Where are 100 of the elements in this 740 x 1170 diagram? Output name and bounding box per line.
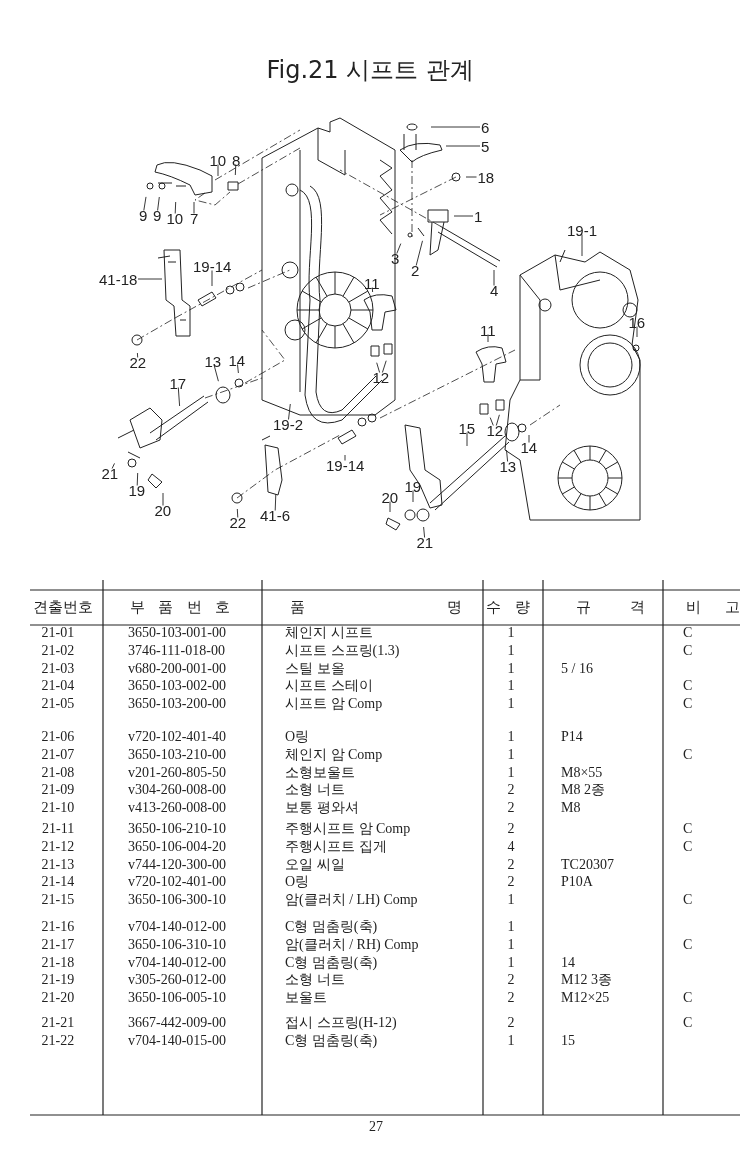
specification: M8×55 <box>561 764 603 781</box>
callout-number: 18 <box>477 170 495 184</box>
part-name: O링 <box>285 729 310 745</box>
reference-number: 21-18 <box>41 954 75 971</box>
reference-number: 21-06 <box>41 729 75 745</box>
part-name: 보통 평와셔 <box>285 800 359 817</box>
leader-line <box>528 434 530 443</box>
specification: TC20307 <box>561 856 614 873</box>
callout-number: 7 <box>190 211 199 225</box>
quantity: 1 <box>507 746 515 763</box>
specification: M8 2종 <box>561 782 605 799</box>
reference-number: 21-20 <box>41 990 75 1007</box>
part-name: C형 멈춤링(축) <box>285 1032 378 1049</box>
quantity: 1 <box>507 660 515 677</box>
part-number: v720-102-401-00 <box>128 874 226 891</box>
leader-line <box>344 454 346 461</box>
remark-code: C <box>683 696 693 713</box>
leader-line <box>423 526 426 538</box>
callout-number: 20 <box>154 503 172 517</box>
leader-line <box>396 243 402 254</box>
callout-number: 19-14 <box>326 458 365 472</box>
leader-line <box>136 352 139 358</box>
specification: P10A <box>561 874 593 891</box>
part-name: 시프트 암 Comp <box>285 696 383 713</box>
callout-number: 19 <box>404 479 422 493</box>
part-number: v704-140-012-00 <box>128 919 226 935</box>
part-number: 3650-103-210-00 <box>128 746 226 763</box>
page-number: 27 <box>369 1119 383 1135</box>
quantity: 1 <box>507 678 515 695</box>
part-number: v744-120-300-00 <box>128 856 226 873</box>
callout-number: 16 <box>628 315 646 329</box>
callout-number: 14 <box>520 440 538 454</box>
reference-number: 21-04 <box>41 678 75 695</box>
column-header: 규 격 <box>576 598 645 616</box>
remark-code: C <box>683 838 693 855</box>
leader-line <box>137 278 163 280</box>
leader-line <box>389 501 391 513</box>
reference-number: 21-13 <box>41 856 75 873</box>
specification: 15 <box>561 1032 575 1049</box>
reference-number: 21-05 <box>41 696 75 713</box>
part-name: 스틸 보올 <box>285 660 345 677</box>
reference-number: 21-03 <box>41 660 75 677</box>
part-number: v201-260-805-50 <box>128 764 226 781</box>
leader-line <box>162 492 164 506</box>
leader-line <box>466 432 468 447</box>
specification: M12×25 <box>561 990 610 1007</box>
quantity: 1 <box>507 919 515 935</box>
callout-number: 13 <box>204 354 222 368</box>
part-name: 시프트 스테이 <box>285 678 373 695</box>
part-number: v704-140-012-00 <box>128 954 226 971</box>
reference-number: 21-15 <box>41 892 75 909</box>
quantity: 1 <box>507 729 515 745</box>
reference-number: 21-02 <box>41 642 75 659</box>
callout-number: 4 <box>490 283 499 297</box>
leader-line <box>174 201 177 214</box>
leader-line <box>381 360 387 373</box>
reference-number: 21-16 <box>41 919 75 935</box>
leader-line <box>111 462 115 469</box>
part-name: 보울트 <box>285 990 327 1007</box>
part-name: 주행시프트 집게 <box>285 838 387 855</box>
callout-number: 41-6 <box>260 508 291 522</box>
leader-line <box>465 176 477 178</box>
callout-number: 21 <box>101 466 119 480</box>
part-number: 3650-103-200-00 <box>128 696 226 713</box>
leader-line <box>288 403 291 420</box>
quantity: 2 <box>507 972 515 989</box>
part-name: O링 <box>285 874 310 891</box>
callout-number: 41-18 <box>99 272 138 286</box>
callout-number: 21 <box>416 535 434 549</box>
quantity: 1 <box>507 936 515 953</box>
part-name: 체인지 암 Comp <box>285 746 383 763</box>
callout-number: 19-14 <box>193 259 232 273</box>
part-name: C형 멈춤링(축) <box>285 919 378 935</box>
part-number: 3650-106-310-10 <box>128 936 226 953</box>
callout-number: 14 <box>228 353 246 367</box>
part-number: 3667-442-009-00 <box>128 1015 226 1031</box>
callout-number: 8 <box>232 153 241 167</box>
part-number: 3650-106-004-20 <box>128 838 226 855</box>
leader-line <box>415 240 423 266</box>
reference-number: 21-17 <box>41 936 75 953</box>
remark-code: C <box>683 821 693 837</box>
quantity: 2 <box>507 821 515 837</box>
callout-number: 1 <box>474 209 483 223</box>
leader-line <box>453 215 474 217</box>
reference-number: 21-21 <box>41 1015 75 1031</box>
part-name: 오일 씨일 <box>285 856 345 873</box>
callout-number: 20 <box>381 490 399 504</box>
reference-number: 21-12 <box>41 838 75 855</box>
quantity: 1 <box>507 764 515 781</box>
callout-number: 9 <box>153 208 162 222</box>
quantity: 2 <box>507 990 515 1007</box>
leader-line <box>136 472 139 486</box>
part-number: v413-260-008-00 <box>128 800 226 817</box>
leader-line <box>376 362 381 373</box>
part-number: 3650-106-300-10 <box>128 892 226 909</box>
callout-number: 19-2 <box>273 417 304 431</box>
callout-number: 10 <box>209 153 227 167</box>
part-name: 소형보울트 <box>285 764 355 781</box>
leader-line <box>177 387 181 407</box>
callout-number: 22 <box>129 355 147 369</box>
